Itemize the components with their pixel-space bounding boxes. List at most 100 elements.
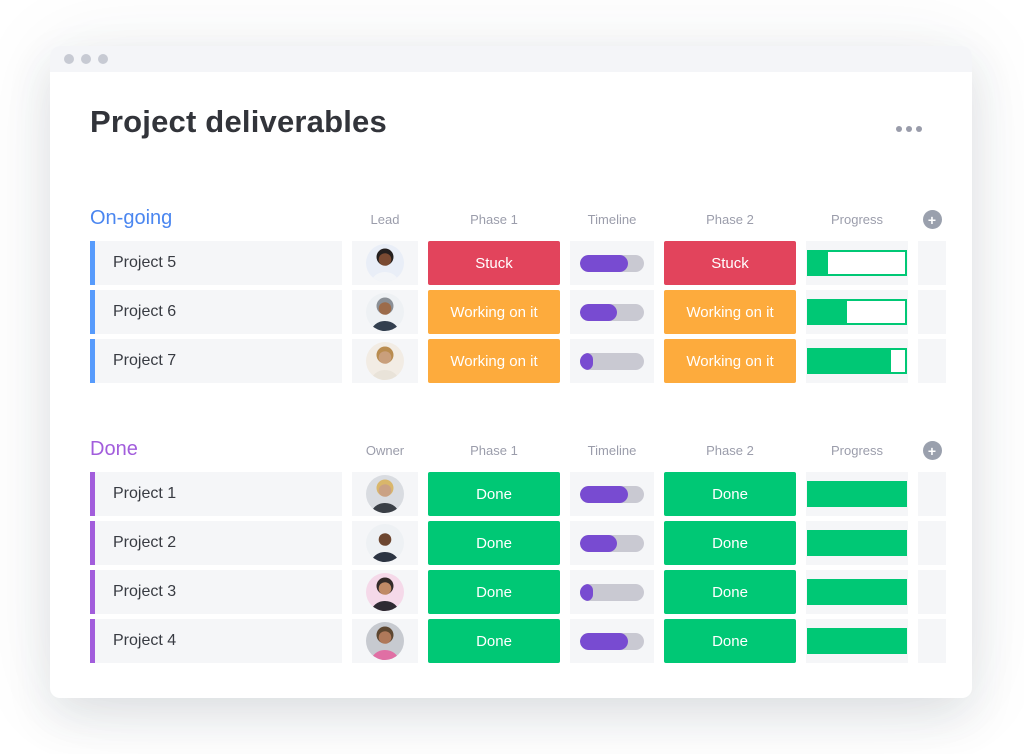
row-filler-cell: [918, 570, 946, 614]
timeline-cell[interactable]: [570, 570, 654, 614]
avatar-cell[interactable]: [352, 339, 418, 383]
row-filler-cell: [918, 290, 946, 334]
timeline-bar: [580, 254, 644, 272]
avatar-cell[interactable]: [352, 619, 418, 663]
group-title[interactable]: On-going: [90, 207, 173, 229]
project-name: Project 5: [113, 254, 177, 271]
progress-bar: [807, 628, 907, 654]
column-header-phase2[interactable]: Phase 2: [706, 212, 754, 227]
timeline-bar: [580, 352, 644, 370]
app-window: Project deliverables On-going Lead Phase…: [50, 46, 972, 698]
timeline-fill: [580, 254, 628, 272]
phase2-status-cell[interactable]: Done: [664, 521, 796, 565]
progress-cell[interactable]: [806, 570, 908, 614]
column-header-phase1[interactable]: Phase 1: [470, 212, 518, 227]
window-control-dot[interactable]: [81, 54, 91, 64]
phase1-status-cell[interactable]: Done: [428, 521, 560, 565]
timeline-cell[interactable]: [570, 619, 654, 663]
timeline-cell[interactable]: [570, 521, 654, 565]
window-control-dot[interactable]: [64, 54, 74, 64]
phase1-status-cell[interactable]: Done: [428, 619, 560, 663]
timeline-cell[interactable]: [570, 472, 654, 516]
avatar-man-with-cap: [366, 293, 404, 331]
add-column-icon[interactable]: +: [922, 441, 942, 460]
project-name-cell[interactable]: Project 5: [90, 241, 342, 285]
progress-bar: [807, 299, 907, 325]
group-header: On-going Lead Phase 1 Timeline Phase 2 P…: [90, 198, 946, 234]
avatar-cell[interactable]: [352, 521, 418, 565]
phase2-status-cell[interactable]: Stuck: [664, 241, 796, 285]
progress-fill: [809, 301, 848, 323]
progress-fill: [809, 532, 905, 554]
avatar-cell[interactable]: [352, 472, 418, 516]
table-row: Project 4 Done Done: [90, 619, 946, 663]
progress-cell[interactable]: [806, 472, 908, 516]
avatar-man-beard-pink-shirt: [366, 622, 404, 660]
progress-fill: [809, 252, 829, 274]
timeline-cell[interactable]: [570, 339, 654, 383]
row-filler-cell: [918, 619, 946, 663]
column-header-phase2[interactable]: Phase 2: [706, 443, 754, 458]
progress-cell[interactable]: [806, 339, 908, 383]
progress-cell[interactable]: [806, 521, 908, 565]
phase2-status-cell[interactable]: Done: [664, 619, 796, 663]
project-name: Project 7: [113, 352, 177, 369]
add-column-icon[interactable]: +: [922, 210, 942, 229]
phase2-status-cell[interactable]: Working on it: [664, 339, 796, 383]
phase1-status-cell[interactable]: Working on it: [428, 339, 560, 383]
row-filler-cell: [918, 241, 946, 285]
timeline-bar: [580, 485, 644, 503]
column-header-timeline[interactable]: Timeline: [587, 212, 637, 227]
phase1-status-cell[interactable]: Done: [428, 570, 560, 614]
phase1-status-cell[interactable]: Working on it: [428, 290, 560, 334]
avatar-woman-dark-curly-hair: [366, 244, 404, 282]
table-row: Project 1 Done Done: [90, 472, 946, 516]
group-rows: Project 1 Done Done Project 2 Done Done …: [90, 472, 946, 663]
timeline-cell[interactable]: [570, 290, 654, 334]
project-name-cell[interactable]: Project 4: [90, 619, 342, 663]
project-name-cell[interactable]: Project 2: [90, 521, 342, 565]
column-header-progress[interactable]: Progress: [830, 443, 884, 458]
phase2-status-cell[interactable]: Done: [664, 472, 796, 516]
project-name: Project 4: [113, 632, 177, 649]
column-header-phase1[interactable]: Phase 1: [470, 443, 518, 458]
avatar-cell[interactable]: [352, 241, 418, 285]
column-header-timeline[interactable]: Timeline: [587, 443, 637, 458]
column-header-person[interactable]: Lead: [370, 212, 400, 227]
avatar-cell[interactable]: [352, 570, 418, 614]
avatar-cell[interactable]: [352, 290, 418, 334]
timeline-fill: [580, 303, 618, 321]
phase1-status-cell[interactable]: Done: [428, 472, 560, 516]
column-header-progress[interactable]: Progress: [830, 212, 884, 227]
page-title: Project deliverables: [90, 104, 387, 139]
timeline-bar: [580, 303, 644, 321]
table-row: Project 3 Done Done: [90, 570, 946, 614]
timeline-cell[interactable]: [570, 241, 654, 285]
progress-fill: [809, 350, 891, 372]
avatar-woman-blonde-hair: [366, 342, 404, 380]
group-title[interactable]: Done: [90, 438, 138, 460]
progress-cell[interactable]: [806, 241, 908, 285]
progress-bar: [807, 530, 907, 556]
project-name-cell[interactable]: Project 1: [90, 472, 342, 516]
progress-bar: [807, 348, 907, 374]
progress-fill: [809, 483, 905, 505]
progress-cell[interactable]: [806, 290, 908, 334]
row-filler-cell: [918, 521, 946, 565]
phase2-status-cell[interactable]: Done: [664, 570, 796, 614]
column-header-person[interactable]: Owner: [365, 443, 405, 458]
progress-bar: [807, 481, 907, 507]
project-name-cell[interactable]: Project 6: [90, 290, 342, 334]
progress-fill: [809, 581, 905, 603]
project-name-cell[interactable]: Project 7: [90, 339, 342, 383]
window-titlebar: [50, 46, 972, 72]
phase2-status-cell[interactable]: Working on it: [664, 290, 796, 334]
window-control-dot[interactable]: [98, 54, 108, 64]
progress-cell[interactable]: [806, 619, 908, 663]
project-name-cell[interactable]: Project 3: [90, 570, 342, 614]
more-options-icon[interactable]: [890, 120, 928, 138]
project-name: Project 3: [113, 583, 177, 600]
table-row: Project 5 Stuck Stuck: [90, 241, 946, 285]
timeline-fill: [580, 485, 628, 503]
phase1-status-cell[interactable]: Stuck: [428, 241, 560, 285]
